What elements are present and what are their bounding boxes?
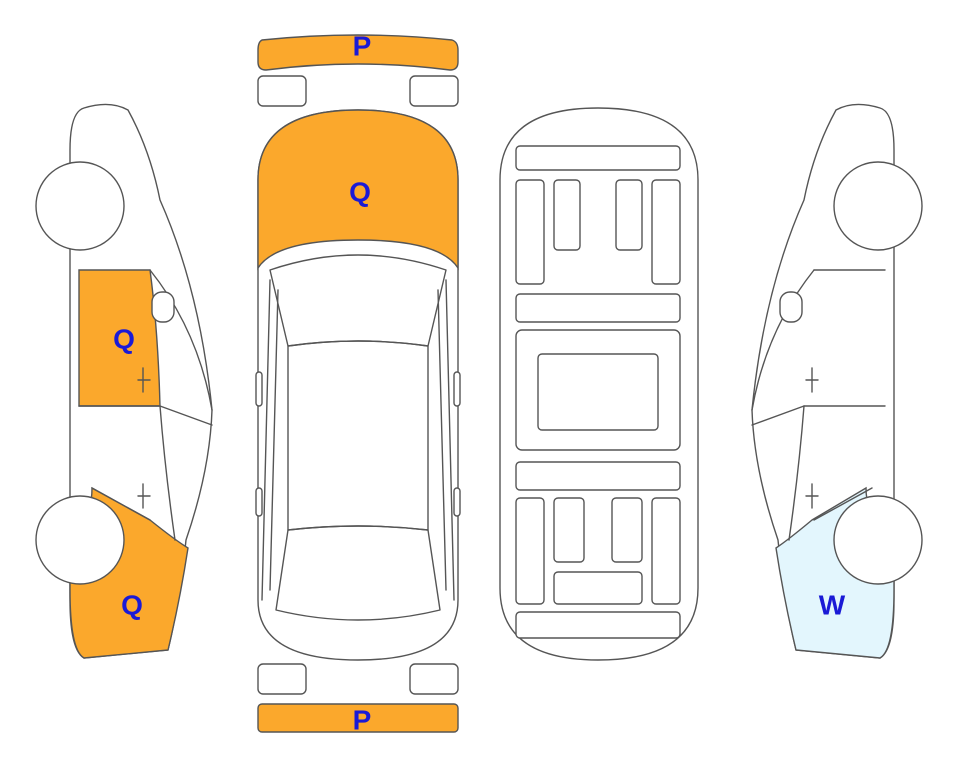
right-door-seam	[803, 269, 886, 521]
left-rear-wheel	[35, 495, 125, 585]
right-rear-quarter-label: W	[819, 590, 846, 621]
left-side-view: Q Q	[35, 103, 213, 659]
underbody-front-left-inner	[553, 179, 581, 251]
left-front-handle	[137, 367, 151, 393]
underbody-view	[499, 107, 699, 661]
rear-bumper-label: P	[353, 705, 372, 736]
underbody-rear-crossmember	[515, 611, 681, 639]
left-door-seam	[78, 405, 161, 521]
right-mirror	[779, 291, 803, 323]
right-rear-handle-top	[453, 487, 461, 517]
front-bumper-panel[interactable]	[257, 34, 459, 71]
left-front-door-label: Q	[113, 324, 135, 355]
right-front-handle	[805, 367, 819, 393]
underbody-rear-right-inner	[611, 497, 643, 563]
underbody-front-right-inner	[615, 179, 643, 251]
front-left-headlight	[257, 75, 307, 107]
front-bumper-label: P	[353, 31, 372, 62]
rear-left-taillight	[257, 663, 307, 695]
left-side-window-line	[149, 269, 213, 541]
underbody-mid-rear-bar	[515, 461, 681, 491]
underbody-rear-box	[553, 571, 643, 605]
left-rear-handle-top	[255, 487, 263, 517]
underbody-front-crossmember	[515, 145, 681, 171]
underbody-rear-right-rail	[651, 497, 681, 605]
right-rear-wheel	[833, 495, 923, 585]
front-right-headlight	[409, 75, 459, 107]
left-front-wheel	[35, 161, 125, 251]
hood-panel[interactable]	[257, 109, 459, 271]
left-rear-quarter-label: Q	[121, 590, 143, 621]
left-mirror	[151, 291, 175, 323]
underbody-rear-left-inner	[553, 497, 585, 563]
right-side-rail	[437, 279, 455, 601]
rear-bumper-panel[interactable]	[257, 703, 459, 733]
left-rear-handle	[137, 483, 151, 509]
left-side-rail	[261, 279, 279, 601]
right-side-view: W	[751, 103, 923, 659]
top-view: P Q P	[255, 31, 461, 736]
underbody-center-plate	[537, 353, 659, 431]
right-rear-handle	[805, 483, 819, 509]
right-side-window-line	[751, 269, 815, 541]
underbody-mid-front-bar	[515, 293, 681, 323]
rear-right-taillight	[409, 663, 459, 695]
left-mirror-top	[255, 371, 263, 407]
underbody-front-left-rail	[515, 179, 545, 285]
underbody-rear-left-rail	[515, 497, 545, 605]
right-mirror-top	[453, 371, 461, 407]
underbody-front-right-rail	[651, 179, 681, 285]
right-front-wheel	[833, 161, 923, 251]
hood-label: Q	[349, 177, 371, 208]
rear-window	[275, 525, 441, 621]
